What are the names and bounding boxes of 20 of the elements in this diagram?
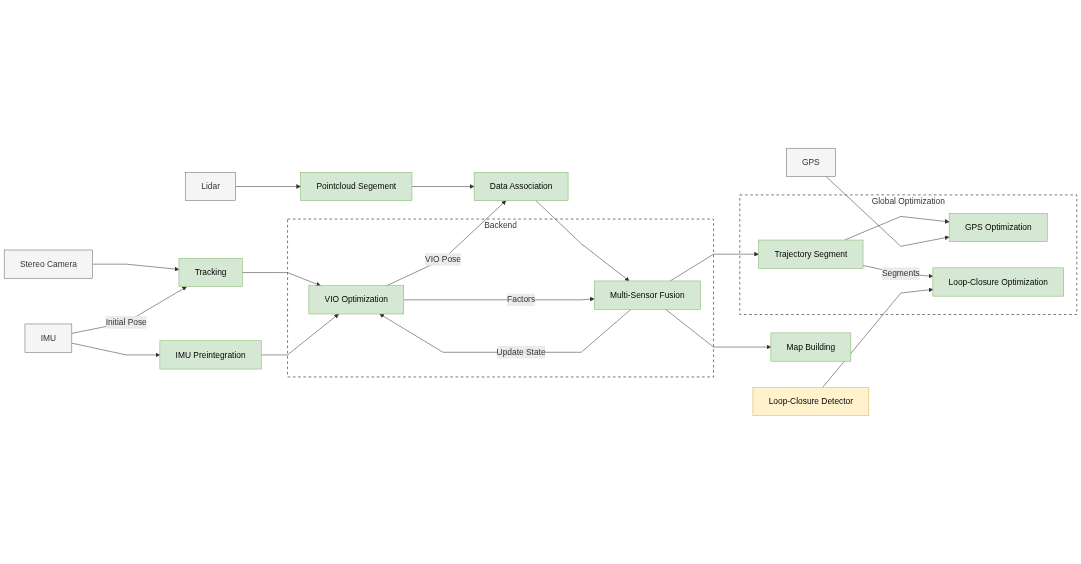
node-box: VIO Optimization [308,285,405,315]
node-box: Trajectory Segment [758,239,864,269]
edge-label: Factors [507,295,536,305]
node-box: Loop-Closure Optimization [932,267,1064,297]
edge-label: Update State [496,347,546,357]
edge-label: VIO Pose [425,254,461,264]
node-box: Multi-Sensor Fusion [594,280,701,310]
node-box: Tracking [178,258,243,287]
node-box: Stereo Camera [3,249,93,279]
node-box: Pointcloud Segement [300,172,413,201]
node-box: Loop-Closure Detector [752,387,870,417]
node-box: IMU Preintegration [159,340,262,370]
node-box: GPS [786,147,836,177]
edge-label: Segments [881,268,920,278]
node-box: Lidar [185,172,236,201]
node-box: Map Building [770,332,852,362]
node-box: IMU [24,323,73,353]
node-box: Data Association [473,172,569,201]
edge-label: Initial Pose [105,317,147,327]
node-box: GPS Optimization [948,213,1048,242]
